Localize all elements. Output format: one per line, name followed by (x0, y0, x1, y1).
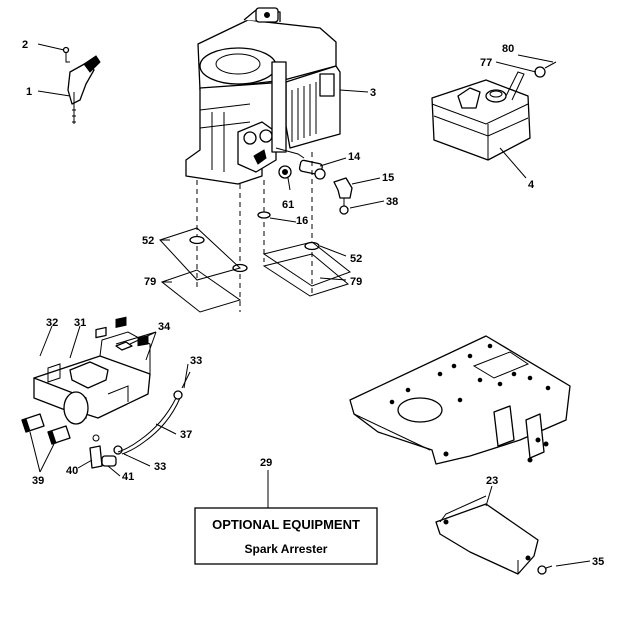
callout-52-left: 52 (142, 235, 154, 247)
callout-32: 32 (46, 317, 58, 329)
engine (185, 7, 341, 185)
engine-mounting-plate (349, 335, 571, 465)
callout-31: 31 (74, 317, 86, 329)
callout-29: 29 (260, 457, 272, 469)
callout-35: 35 (592, 556, 604, 568)
callout-80: 80 (502, 43, 514, 55)
spark-arrester-label: Spark Arrester (245, 542, 328, 556)
callout-77: 77 (480, 57, 492, 69)
callout-1: 1 (26, 86, 32, 98)
callout-41: 41 (122, 471, 134, 483)
callout-15: 15 (382, 172, 394, 184)
optional-equipment-title: OPTIONAL EQUIPMENT (212, 517, 360, 532)
callout-16: 16 (296, 215, 308, 227)
callout-14: 14 (348, 151, 361, 163)
callout-79-left: 79 (144, 276, 156, 288)
callout-40: 40 (66, 465, 78, 477)
callout-4: 4 (528, 179, 535, 191)
callout-37: 37 (180, 429, 192, 441)
callout-61: 61 (282, 199, 294, 211)
fuel-line-assembly (278, 159, 353, 215)
throttle-control (62, 46, 101, 124)
air-duct-assembly (21, 316, 151, 469)
fuel-tank (431, 61, 557, 161)
control-rod (117, 371, 191, 455)
callout-labels: 2 1 3 80 77 4 14 15 38 61 16 52 52 79 79… (22, 39, 604, 568)
callout-3: 3 (370, 87, 376, 99)
optional-equipment-box: OPTIONAL EQUIPMENT Spark Arrester (194, 470, 378, 565)
callout-39: 39 (32, 475, 44, 487)
callout-2: 2 (22, 39, 28, 51)
callout-79-right: 79 (350, 276, 362, 288)
callout-33-bottom: 33 (154, 461, 166, 473)
callout-38: 38 (386, 196, 398, 208)
spark-arrester-bracket (435, 495, 553, 575)
callout-23: 23 (486, 475, 498, 487)
callout-33-top: 33 (190, 355, 202, 367)
callout-52-right: 52 (350, 253, 362, 265)
callout-34: 34 (158, 321, 171, 333)
mounting-lines (159, 152, 352, 313)
